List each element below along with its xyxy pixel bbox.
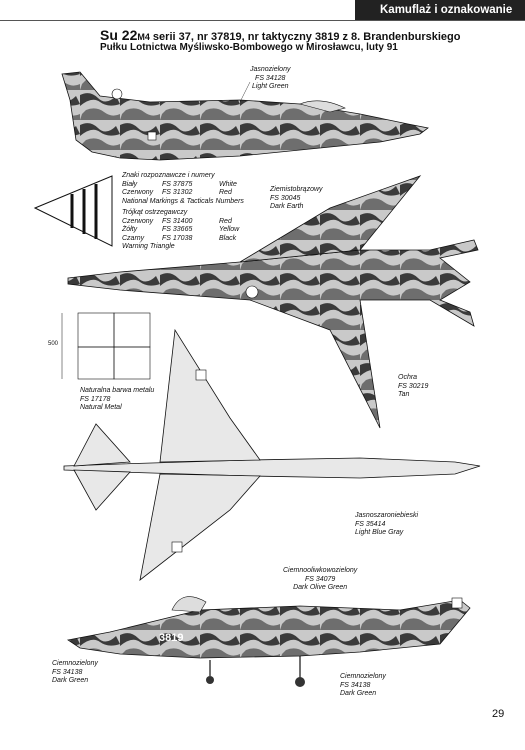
top-view-aircraft: [67, 175, 479, 429]
caption-line-2: Pułku Lotnictwa Myśliwsko-Bombowego w Mi…: [100, 42, 398, 53]
header-bar: [355, 0, 525, 20]
side-profile-bottom: [66, 596, 471, 687]
caption-line-1: Su 22M4 serii 37, nr 37819, nr taktyczny…: [100, 27, 460, 43]
national-marking: [111, 88, 123, 100]
caption-model: Su 22: [100, 27, 138, 43]
legend-markings-title: Znaki rozpoznawcze i numery: [122, 172, 215, 179]
warning-triangle: [33, 175, 113, 247]
caption-variant: M4: [137, 32, 150, 42]
side-profile-top: [61, 71, 429, 161]
header-rule: [0, 20, 525, 21]
tactical-number: 3819: [159, 632, 184, 644]
caption-line1-rest: serii 37, nr 37819, nr taktyczny 3819 z …: [149, 31, 461, 43]
underside-view-aircraft: [63, 328, 481, 581]
page-number: 29: [492, 708, 505, 720]
section-title: Kamuflaż i oznakowanie: [380, 4, 513, 16]
dimension-label: 500: [48, 341, 59, 347]
legend-triangle-en: Warning Triangle: [122, 243, 175, 250]
dimension-grid: [61, 312, 151, 380]
legend-triangle-title: Trójkąt ostrzegawczy: [122, 209, 188, 216]
legend-markings-en: National Markings & Tacticals Numbers: [122, 197, 244, 205]
